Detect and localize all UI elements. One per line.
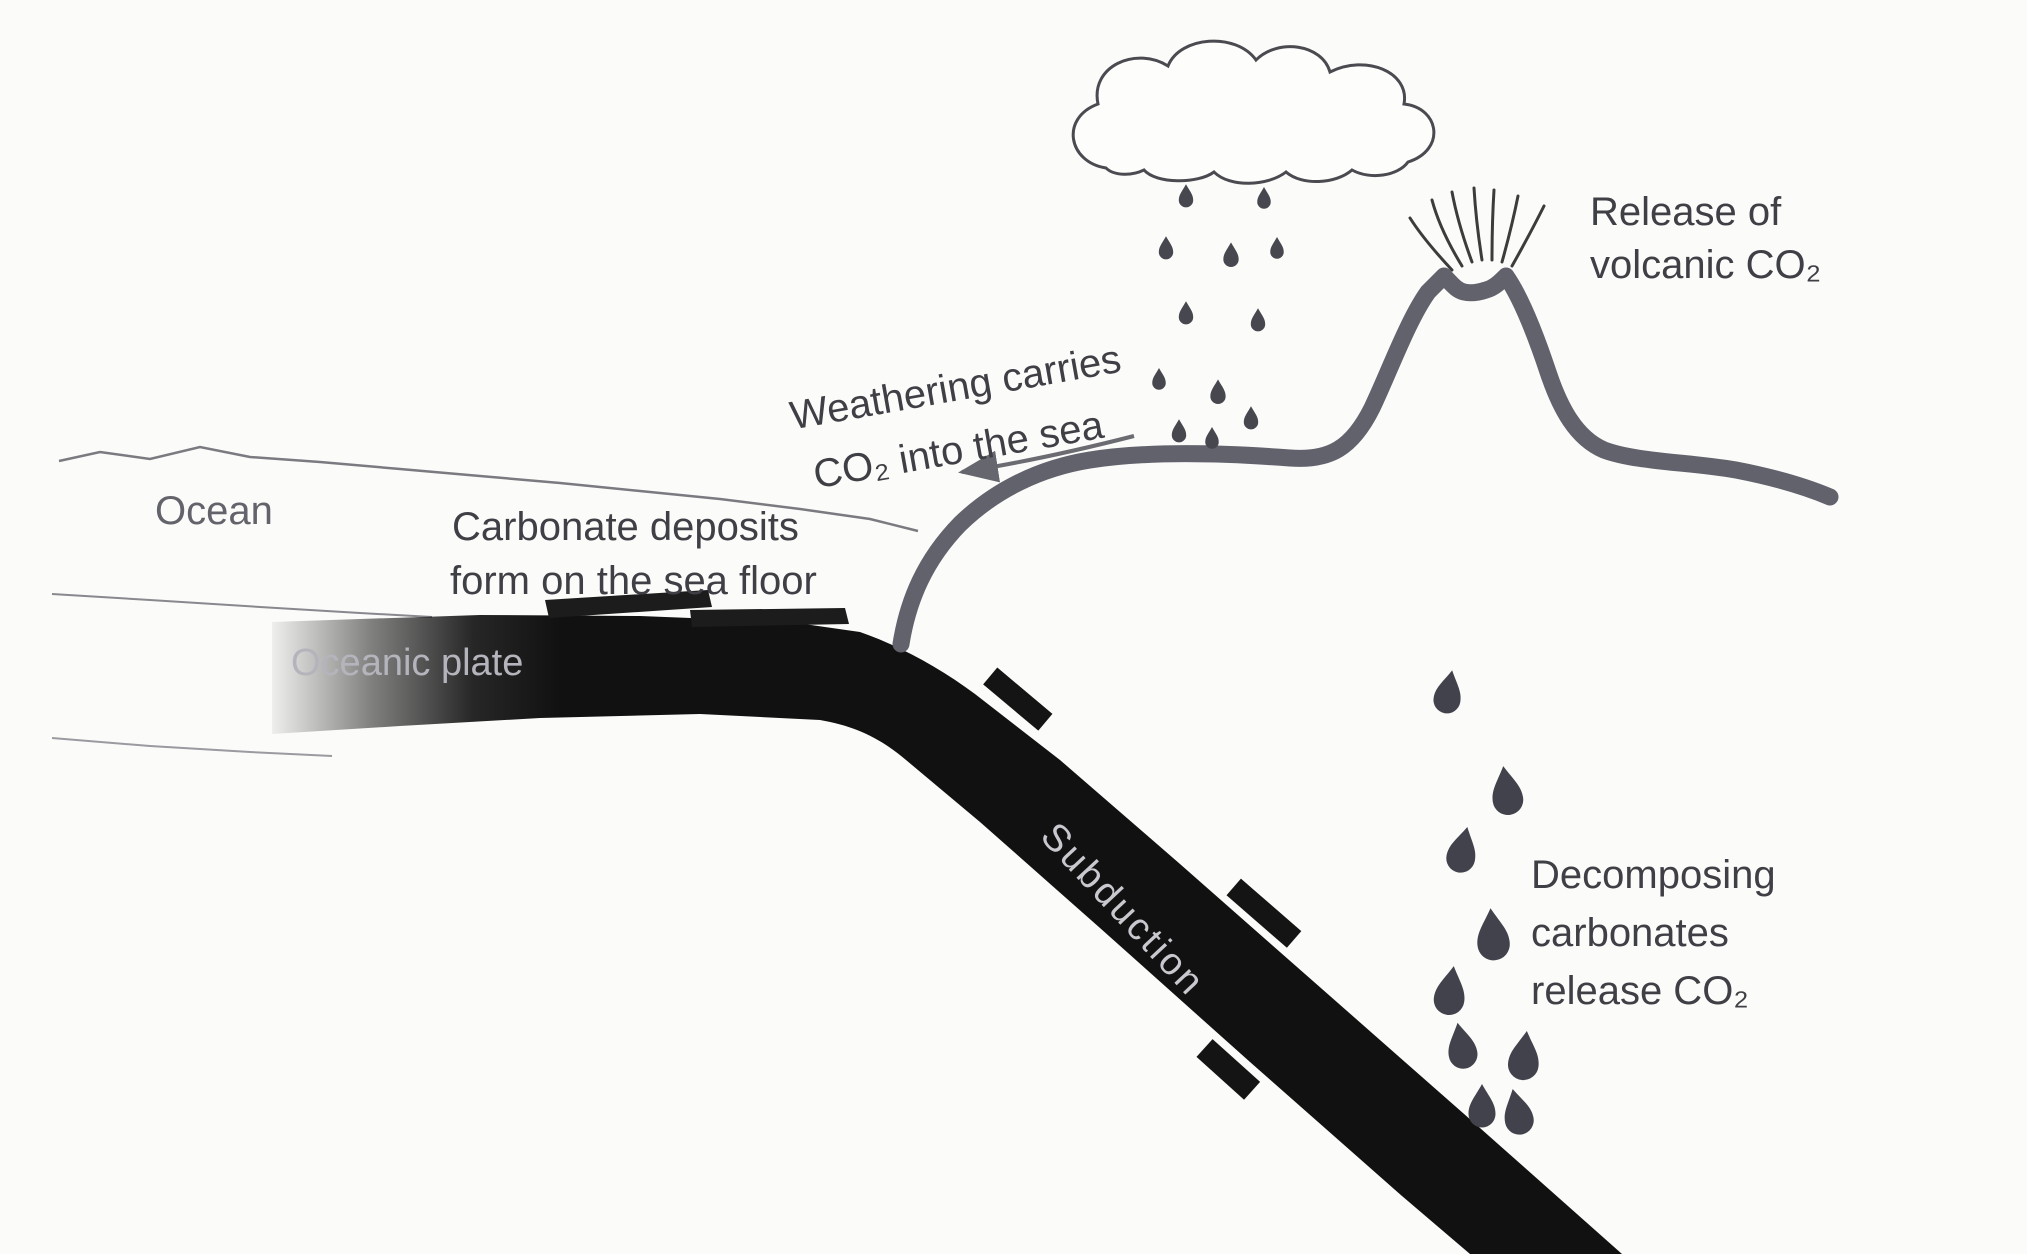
label-weathering: Weathering carries CO₂ into the sea [787, 337, 1125, 497]
carbonate-line1: Carbonate deposits [452, 505, 799, 549]
volcano-emission-lines [1408, 186, 1546, 272]
co2-droplet-icon [1431, 668, 1466, 716]
decomposing-line2: carbonates [1531, 911, 1729, 955]
raindrop-icon [1152, 368, 1166, 390]
label-carbonate-deposits: Carbonate deposits form on the sea floor [450, 505, 817, 603]
label-oceanic-plate: Oceanic plate [291, 642, 523, 684]
co2-bubbles-group [1431, 668, 1543, 1138]
raindrop-icon [1223, 242, 1239, 268]
raindrop-icon [1205, 427, 1219, 449]
carbonate-line2: form on the sea floor [450, 559, 817, 603]
co2-droplet-icon [1443, 1020, 1480, 1071]
co2-droplet-icon [1474, 906, 1512, 962]
co2-droplet-icon [1468, 1084, 1496, 1128]
carbonate-deposit-layer [545, 590, 849, 627]
slab-notches [983, 667, 1302, 1100]
raindrop-icon [1210, 379, 1226, 405]
release-volcanic-line2: volcanic CO₂ [1590, 243, 1821, 287]
raindrop-icon [1178, 184, 1194, 208]
co2-droplet-icon [1488, 763, 1526, 818]
label-release-volcanic: Release of volcanic CO₂ [1590, 190, 1821, 287]
co2-droplet-icon [1431, 963, 1469, 1018]
raindrop-icon [1171, 419, 1187, 443]
seafloor-top-line [51, 593, 433, 618]
release-volcanic-line1: Release of [1590, 190, 1782, 234]
ocean-surface-line [58, 445, 919, 533]
label-decomposing: Decomposing carbonates release CO₂ [1531, 853, 1776, 1013]
seafloor-lower-line [51, 737, 333, 757]
raindrop-icon [1178, 301, 1194, 325]
cloud-icon [1071, 39, 1436, 185]
oceanic-plate-shape [272, 615, 1622, 1254]
raindrop-icon [1250, 308, 1266, 332]
raindrop-icon [1243, 406, 1259, 430]
decomposing-line3: release CO₂ [1531, 969, 1749, 1013]
rain-group [1152, 184, 1284, 449]
co2-droplet-icon [1443, 823, 1482, 876]
co2-droplet-icon [1498, 1085, 1537, 1138]
crust-volcano-outline [892, 267, 1839, 653]
raindrop-icon [1158, 236, 1174, 260]
co2-droplet-icon [1506, 1029, 1543, 1082]
raindrop-icon [1257, 187, 1271, 209]
raindrop-icon [1270, 237, 1284, 259]
weathering-arrow [958, 434, 1135, 483]
decomposing-line1: Decomposing [1531, 853, 1776, 897]
label-ocean: Ocean [155, 489, 273, 533]
